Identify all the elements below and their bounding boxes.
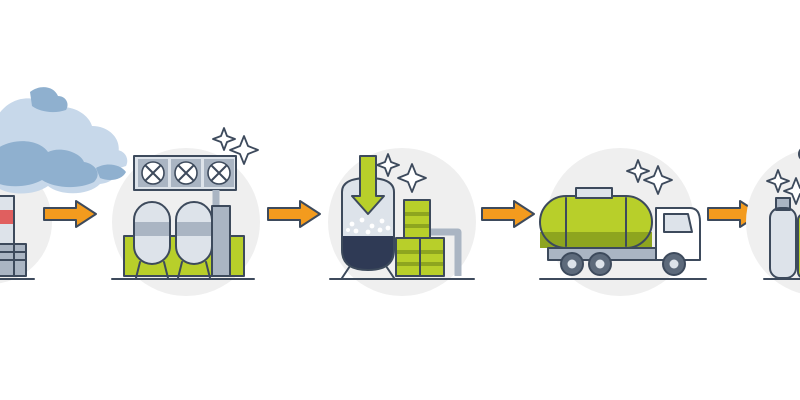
arrow-right-icon <box>43 200 97 228</box>
sparkle-icon <box>643 165 673 195</box>
sparkle-icon <box>626 159 650 183</box>
arrow-right-icon <box>481 200 535 228</box>
stage-processing-reactor <box>328 148 476 296</box>
stage-transport <box>539 148 707 296</box>
arrow-right-icon <box>267 200 321 228</box>
fan-filter-tanks-icon <box>123 155 245 279</box>
sparkle-icon <box>766 169 790 193</box>
stage-storage <box>746 148 800 294</box>
sparkle-icon <box>376 153 400 177</box>
factory-smokestack-icon <box>0 195 27 277</box>
reactor-barrels-icon <box>341 155 462 279</box>
stage-factory-emissions <box>0 87 128 284</box>
sparkle-icon <box>397 163 427 193</box>
sparkle-icon <box>212 127 236 151</box>
smoke-cloud-icon <box>0 87 128 194</box>
bubble-icon <box>798 148 800 160</box>
sparkle-icon <box>783 177 800 205</box>
tanker-truck-icon <box>539 187 701 276</box>
sparkle-icon <box>229 135 259 165</box>
arrow-down-icon <box>351 155 385 215</box>
stage-carbon-capture-unit <box>111 127 260 296</box>
